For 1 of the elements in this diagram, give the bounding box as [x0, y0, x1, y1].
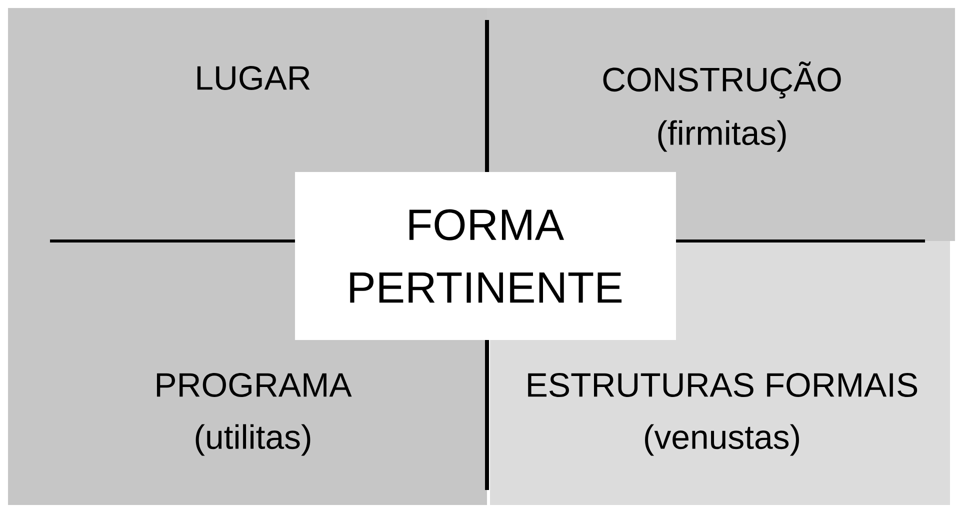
center-box: FORMA PERTINENTE: [295, 172, 676, 340]
